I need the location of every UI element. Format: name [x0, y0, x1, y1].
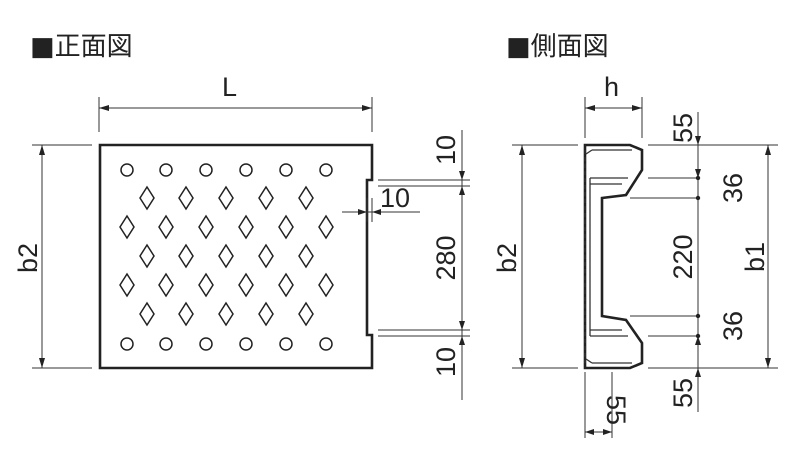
side-view-title: ■側面図: [506, 32, 609, 62]
diamond-hole: [258, 243, 274, 269]
diamond-hole: [198, 272, 214, 298]
front-view-title: ■正面図: [30, 32, 133, 62]
notch-depth-dimension: 10: [342, 183, 420, 222]
notch-extension-lines: [378, 130, 470, 400]
round-hole: [279, 337, 293, 351]
diamond-hole: [258, 185, 274, 211]
base-depth-label: 55: [601, 395, 631, 425]
diamond-hole: [258, 301, 274, 327]
bearing-width-label: b1: [740, 242, 770, 272]
front-width-label: b2: [13, 243, 43, 273]
notch-depth-label: 10: [380, 183, 410, 213]
round-hole: [239, 163, 253, 177]
round-hole: [319, 337, 333, 351]
diamond-hole: [178, 243, 194, 269]
diamond-hole: [238, 272, 254, 298]
round-hole: [120, 337, 134, 351]
round-hole: [239, 337, 253, 351]
notch-span-label: 280: [431, 235, 461, 280]
diamond-hole: [298, 185, 314, 211]
diamond-hole: [278, 214, 294, 240]
diamond-hole: [158, 214, 174, 240]
base-depth-dimension: 55: [584, 372, 631, 438]
height-label: h: [604, 72, 619, 102]
middle-label: 220: [668, 234, 698, 279]
diamond-hole: [139, 185, 155, 211]
diamond-hole: [278, 272, 294, 298]
side-width-label: b2: [492, 243, 522, 273]
round-hole: [199, 337, 213, 351]
diamond-hole: [139, 243, 155, 269]
front-width-dimension: b2: [13, 144, 92, 369]
bearing-width-dimension: b1: [740, 145, 771, 368]
notch-bottom-label: 10: [431, 347, 461, 377]
diamond-hole: [119, 214, 135, 240]
diamond-hole: [238, 214, 254, 240]
length-dimension: L: [98, 72, 373, 132]
round-hole: [159, 163, 173, 177]
bottom-flange-label: 55: [668, 378, 698, 408]
diamond-hole: [198, 214, 214, 240]
lower-taper-label: 36: [718, 311, 748, 341]
diamond-hole: [218, 243, 234, 269]
side-view-outline: [583, 143, 644, 370]
side-view-inner-lines: [584, 149, 632, 364]
round-hole: [199, 163, 213, 177]
side-width-dimension: b2: [492, 144, 578, 369]
diamond-hole: [298, 301, 314, 327]
side-view: ■側面図 h: [492, 32, 778, 438]
upper-taper-label: 36: [718, 173, 748, 203]
diamond-hole: [178, 185, 194, 211]
notch-top-label: 10: [431, 135, 461, 165]
diamond-hole: [178, 301, 194, 327]
round-hole: [319, 163, 333, 177]
diamond-hole: [318, 272, 334, 298]
top-flange-label: 55: [668, 113, 698, 143]
front-view-outline: [98, 143, 374, 370]
height-dimension: h: [584, 72, 643, 138]
diamond-hole: [218, 301, 234, 327]
round-hole: [159, 337, 173, 351]
diamond-hole: [298, 243, 314, 269]
length-label: L: [222, 72, 237, 102]
diamond-hole: [119, 272, 135, 298]
diamond-hole: [318, 214, 334, 240]
round-hole: [279, 163, 293, 177]
round-hole: [120, 163, 134, 177]
diamond-hole: [158, 272, 174, 298]
front-view: ■正面図 L b2: [13, 32, 470, 400]
side-vertical-chain: 55 36 220 36 55: [630, 112, 778, 412]
diamond-hole: [139, 301, 155, 327]
diamond-hole: [218, 185, 234, 211]
perforation-pattern: [119, 163, 334, 351]
